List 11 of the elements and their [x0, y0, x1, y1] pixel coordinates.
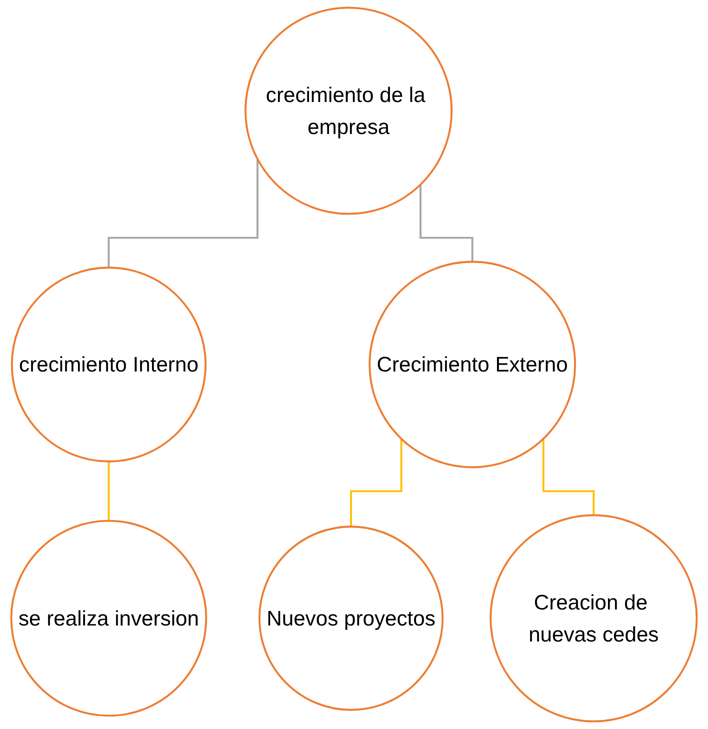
node-circle: crecimiento de la empresa: [244, 6, 453, 215]
connector: [420, 184, 474, 263]
connector: [350, 438, 402, 528]
node-circle: se realiza inversion: [10, 520, 208, 717]
node-circle: Creacion de nuevas cedes: [490, 514, 698, 722]
node-circle: Nuevos proyectos: [258, 526, 444, 711]
node-circle: crecimiento Interno: [10, 266, 207, 462]
node-circle: Crecimiento Externo: [368, 260, 576, 468]
connector: [542, 438, 595, 516]
connector: [108, 461, 110, 522]
connector: [108, 159, 258, 269]
